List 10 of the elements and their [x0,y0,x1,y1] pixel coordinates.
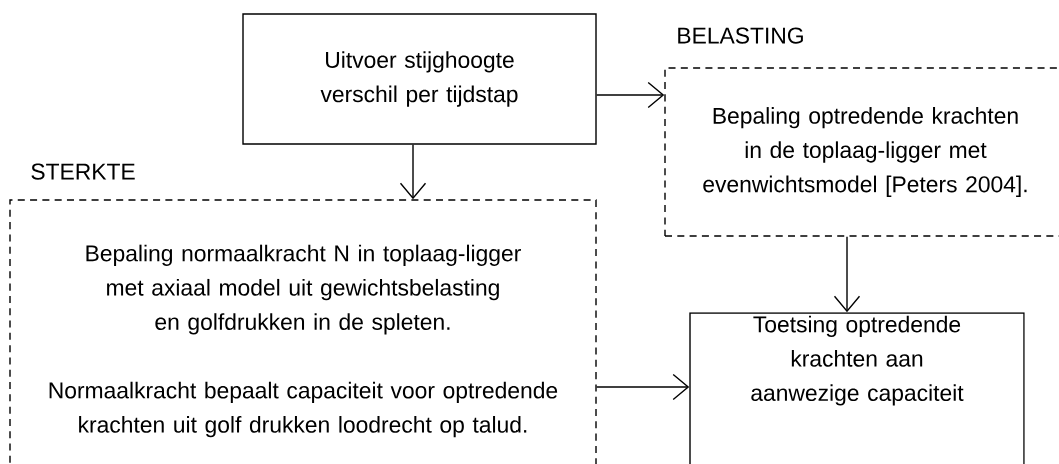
box-heading: STERKTE [31,163,135,180]
process-box: Toetsing optredende krachten aan aanwezige capaciteit [689,312,1025,464]
box-heading: BELASTING [678,27,803,44]
dashed-box: Bepaling normaalkracht N in toplaag-ligger met axiaal model uit gewichtsbelasting en golfdrukken in de spleten. Normaalkracht bepaalt capaciteit voor optredende krachten uit golf drukken loodrecht op talud. [9,199,597,464]
arrow [596,81,665,109]
dashed-box: Bepaling optredende krachten in de toplaag-ligger met evenwichtsmodel [Peters 2004]. [664,67,1059,237]
arrow [399,144,427,200]
arrow [596,373,690,401]
arrow [833,236,861,313]
process-box: Uitvoer stijghoogte verschil per tijdstap [242,13,597,145]
